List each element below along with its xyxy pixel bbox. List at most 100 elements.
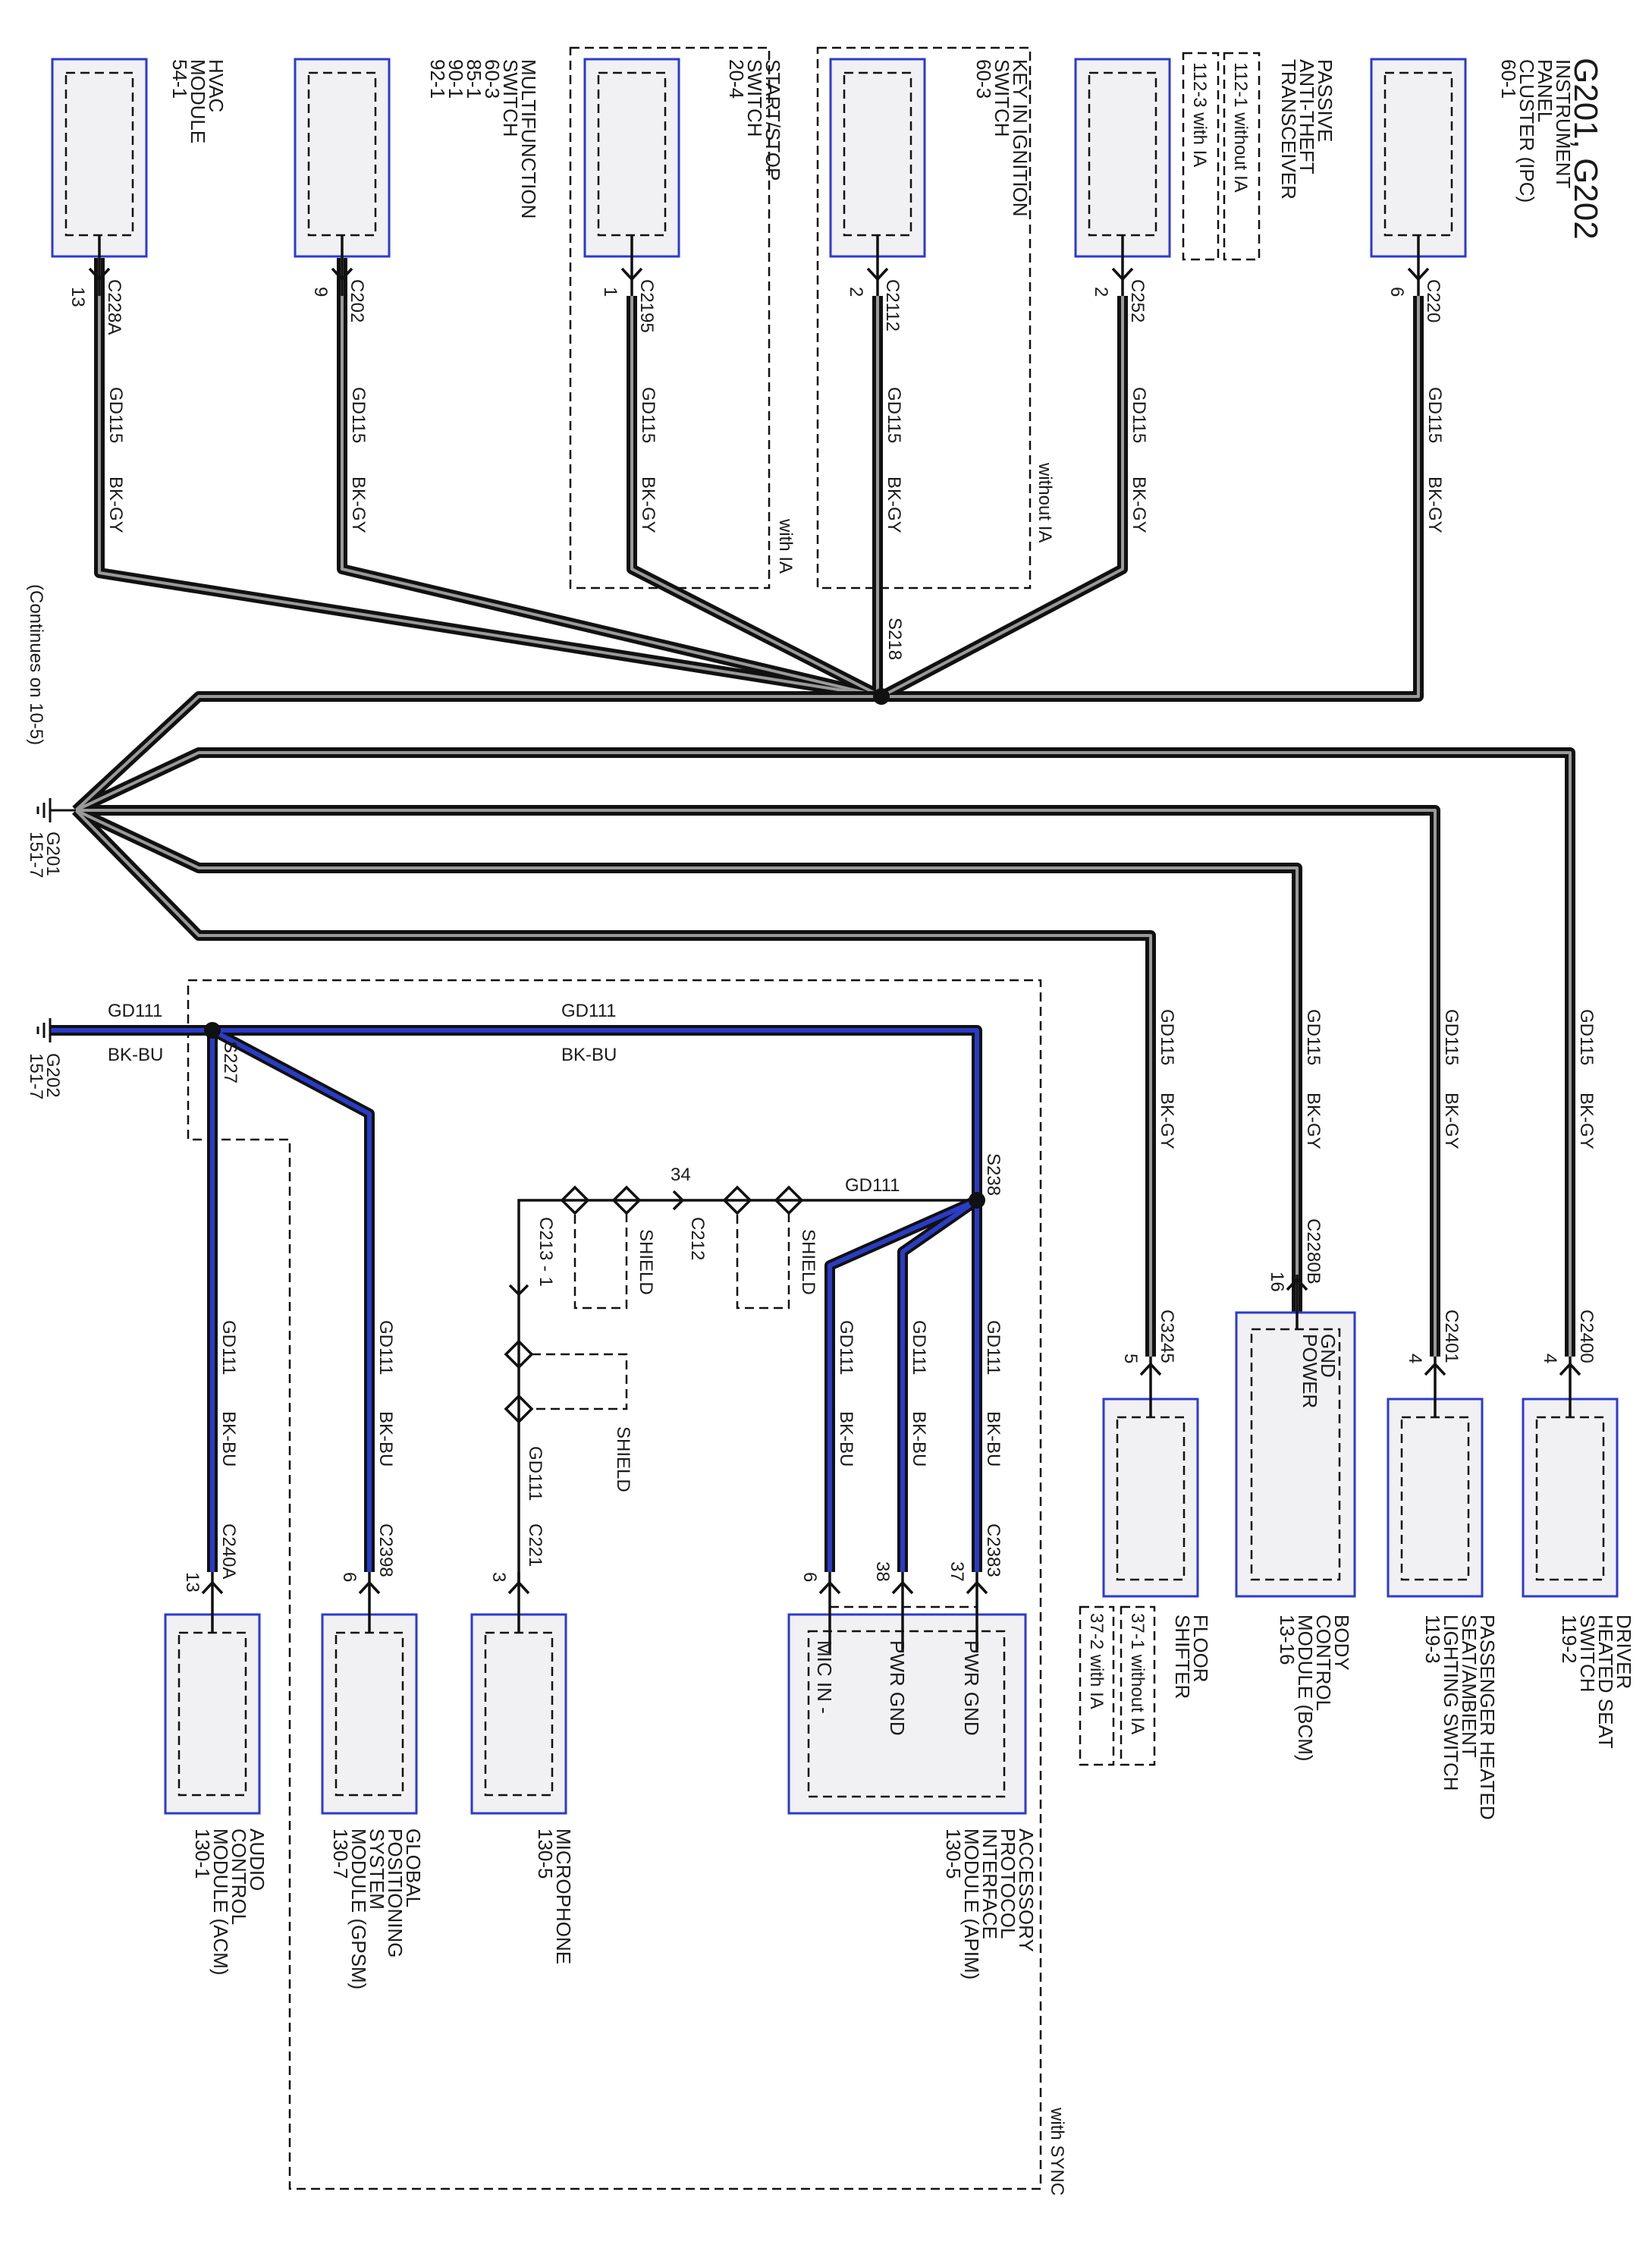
connector-c212: C212 [687, 1217, 708, 1260]
shifter-ref1: 37-1 without IA [1127, 1613, 1148, 1734]
pats-ref1: 112-1 without IA [1230, 62, 1251, 193]
svg-text:119-3: 119-3 [1421, 1615, 1444, 1664]
svg-text:ANTI-THEFT: ANTI-THEFT [1296, 59, 1318, 175]
bcm-label: BODY CONTROL MODULE (BCM) 13-16 [1276, 1615, 1353, 1762]
svg-text:MODULE (APIM): MODULE (APIM) [960, 1828, 983, 1979]
wire-bkgy-key: BK-GY [884, 476, 904, 533]
ground-g202-symbol [36, 1018, 52, 1042]
svg-text:90-1: 90-1 [444, 59, 467, 99]
wire-bkgy-multi: BK-GY [348, 476, 369, 533]
svg-text:SWITCH: SWITCH [743, 59, 766, 137]
pin-acm: 13 [182, 1572, 203, 1593]
pin-apim-a: 37 [947, 1561, 967, 1582]
key-switch-no-ia-box [816, 46, 1032, 590]
hvac-module [51, 58, 148, 296]
sync-group-box [187, 979, 1042, 2190]
microphone-label: MICROPHONE 130-5 [534, 1828, 575, 1964]
connector-c2401: C2401 [1441, 1310, 1462, 1363]
svg-text:85-1: 85-1 [463, 59, 485, 99]
ipc-module [1370, 58, 1467, 296]
wire-bkbu-acm: BK-BU [218, 1411, 239, 1467]
svg-text:60-1: 60-1 [1497, 59, 1520, 99]
connector-c252: C252 [1127, 279, 1148, 322]
g202-ref: 151-7 [26, 1053, 46, 1099]
driver-seat-label: DRIVER HEATED SEAT SWITCH 119-2 [1558, 1615, 1635, 1749]
connector-c2195: C2195 [636, 279, 657, 333]
svg-text:130-5: 130-5 [534, 1828, 557, 1879]
svg-text:ACCESSORY: ACCESSORY [1015, 1828, 1038, 1952]
diagram-title: G201, G202 [1567, 58, 1604, 240]
svg-text:PANEL: PANEL [1534, 59, 1556, 122]
wire-bkgy-start: BK-GY [638, 476, 658, 533]
svg-text:START/STOP: START/STOP [762, 59, 784, 181]
svg-text:MODULE (GPSM): MODULE (GPSM) [347, 1828, 370, 1989]
svg-text:SWITCH: SWITCH [991, 59, 1013, 137]
svg-text:LIGHTING SWITCH: LIGHTING SWITCH [1440, 1615, 1462, 1791]
svg-text:CLUSTER (IPC): CLUSTER (IPC) [1515, 59, 1538, 203]
connector-c202: C202 [347, 279, 367, 322]
wire-gd115-driver: GD115 [1576, 1009, 1597, 1065]
floor-shifter [1102, 1357, 1199, 1598]
pats-label: PASSIVE ANTI-THEFT TRANSCEIVER [1277, 59, 1336, 200]
gps-label: GLOBAL POSITIONING SYSTEM MODULE (GPSM) … [329, 1828, 425, 1989]
connector-c2383: C2383 [983, 1523, 1003, 1577]
svg-text:PASSIVE: PASSIVE [1314, 59, 1336, 142]
svg-text:HEATED SEAT: HEATED SEAT [1594, 1615, 1617, 1749]
wire-gd111-top: GD111 [561, 1001, 616, 1021]
pin-shifter: 5 [1120, 1354, 1141, 1363]
pin-pats: 2 [1091, 287, 1111, 297]
g201-wires [72, 691, 1575, 1357]
pin-apim-b: 38 [872, 1561, 893, 1582]
wire-gd111-mic-run: GD111 [845, 1175, 900, 1196]
connector-c2280b: C2280B [1303, 1218, 1324, 1284]
key-switch-label: KEY IN IGNITION SWITCH 60-3 [972, 59, 1032, 217]
pin-driver: 4 [1540, 1354, 1560, 1363]
wire-gd115-bcm: GD115 [1303, 1009, 1324, 1065]
splice-s227: S227 [220, 1041, 240, 1083]
wire-bkgy-driver: BK-GY [1576, 1093, 1597, 1149]
g202-wires [50, 1025, 982, 1572]
connector-c2398: C2398 [375, 1523, 396, 1577]
splice-s238: S238 [983, 1153, 1003, 1196]
hvac-label: HVAC MODULE 54-1 [168, 59, 228, 143]
connector-c220: C220 [1423, 279, 1443, 322]
note-without-ia: without IA [1035, 462, 1055, 542]
svg-text:BODY: BODY [1330, 1615, 1353, 1671]
svg-text:PASSENGER HEATED: PASSENGER HEATED [1476, 1615, 1499, 1820]
microphone [470, 1572, 567, 1815]
bcm-pin-gnd: GND [1317, 1334, 1340, 1378]
svg-text:20-4: 20-4 [725, 59, 748, 99]
shield-2: SHIELD [636, 1229, 656, 1295]
wire-gd115-start: GD115 [638, 387, 658, 443]
key-ignition-switch [829, 58, 926, 296]
pin-hvac: 13 [68, 287, 88, 307]
apim-pin-pwr-gnd-2: PWR GND [886, 1640, 909, 1736]
wire-gd111-apim-b: GD111 [909, 1320, 929, 1375]
wire-bkbu-apim-c: BK-BU [836, 1411, 856, 1467]
svg-text:SWITCH: SWITCH [1576, 1615, 1599, 1693]
svg-text:SHIFTER: SHIFTER [1171, 1615, 1194, 1699]
svg-text:CONTROL: CONTROL [1312, 1615, 1335, 1711]
connector-c240a: C240A [218, 1523, 239, 1579]
splice-s238-dot [969, 1192, 985, 1209]
note-with-ia: with IA [775, 518, 796, 574]
driver-seat-switch [1522, 1357, 1619, 1598]
pin-c212: 34 [671, 1165, 691, 1185]
pin-pass: 4 [1405, 1354, 1425, 1363]
svg-text:130-7: 130-7 [329, 1828, 352, 1879]
wire-bkgy-ipc: BK-GY [1424, 476, 1445, 533]
splice-s218-dot [873, 688, 890, 705]
pin-multi: 9 [310, 287, 331, 297]
svg-text:130-5: 130-5 [942, 1828, 965, 1879]
svg-text:MODULE (BCM): MODULE (BCM) [1294, 1615, 1317, 1762]
start-switch-label: START/STOP SWITCH 20-4 [725, 59, 784, 181]
svg-text:60-3: 60-3 [481, 59, 504, 99]
svg-text:INTERFACE: INTERFACE [978, 1828, 1001, 1939]
wire-bkbu-top: BK-BU [561, 1045, 617, 1065]
svg-text:130-1: 130-1 [191, 1828, 214, 1879]
svg-text:PROTOCOL: PROTOCOL [997, 1828, 1019, 1938]
wire-bkgy-bcm: BK-GY [1303, 1093, 1324, 1149]
apim-pin-mic-in: MIC IN - [813, 1640, 836, 1714]
svg-text:119-2: 119-2 [1558, 1615, 1581, 1664]
